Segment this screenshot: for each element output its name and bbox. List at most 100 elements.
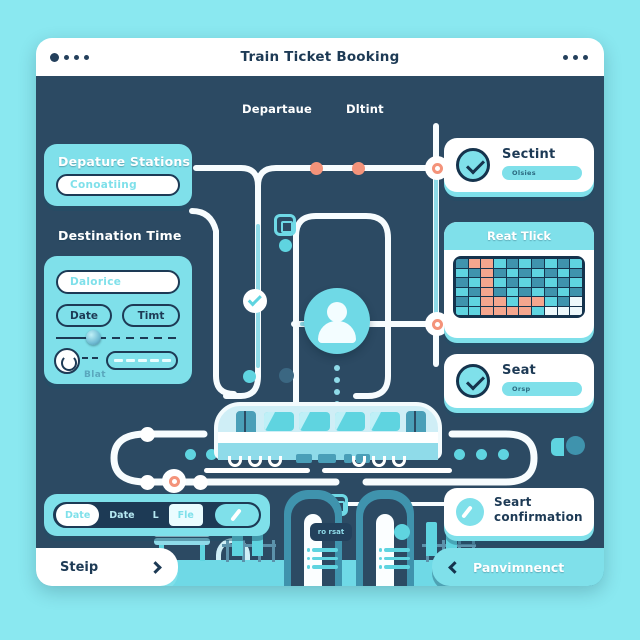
payment-button[interactable]: Panvimnenct	[432, 548, 604, 586]
seat-cell[interactable]	[532, 278, 544, 287]
seat-cell[interactable]	[456, 268, 468, 277]
filter-chip-3[interactable]: L	[152, 509, 159, 521]
seat-cell[interactable]	[468, 259, 481, 268]
seat-cell[interactable]	[519, 259, 532, 268]
seat-grid[interactable]	[453, 256, 585, 318]
flow-node-salmon-1[interactable]	[310, 162, 323, 175]
seat-cell[interactable]	[456, 306, 468, 315]
seat-cell[interactable]	[481, 287, 494, 296]
window-control-dot-3[interactable]	[74, 55, 79, 60]
seat-cell[interactable]	[481, 278, 494, 287]
step-back-button[interactable]: Steip	[36, 548, 178, 586]
seat-cell[interactable]	[506, 259, 519, 268]
seat-cell[interactable]	[532, 268, 544, 277]
date-button[interactable]: Date	[56, 304, 112, 327]
avatar[interactable]	[304, 288, 370, 354]
seat-cell[interactable]	[468, 306, 481, 315]
seat-cell[interactable]	[468, 268, 481, 277]
slider-handle[interactable]	[86, 330, 101, 345]
seat-cell[interactable]	[481, 268, 494, 277]
seat-cell[interactable]	[456, 287, 468, 296]
seat-cell[interactable]	[494, 297, 506, 306]
seat-cell[interactable]	[481, 297, 494, 306]
seat-cell[interactable]	[519, 268, 532, 277]
seat-cell[interactable]	[456, 297, 468, 306]
filter-chip-1[interactable]: Date	[56, 504, 100, 526]
section-status-pill[interactable]: Olsies	[502, 166, 582, 180]
seat-cell[interactable]	[570, 306, 582, 315]
seat-cell[interactable]	[532, 297, 544, 306]
seat-cell[interactable]	[544, 306, 557, 315]
seat-cell[interactable]	[532, 259, 544, 268]
seat-cell[interactable]	[481, 259, 494, 268]
seat-status-card[interactable]: Seat Orsp	[444, 354, 594, 408]
flow-node-salmon-2[interactable]	[352, 162, 365, 175]
seat-cell[interactable]	[557, 278, 570, 287]
seat-cell[interactable]	[532, 287, 544, 296]
seat-cell[interactable]	[456, 259, 468, 268]
flow-node-navy[interactable]	[279, 368, 294, 383]
window-control-dot-2[interactable]	[64, 55, 69, 60]
seat-cell[interactable]	[557, 297, 570, 306]
seat-cell[interactable]	[506, 287, 519, 296]
seat-cell[interactable]	[557, 268, 570, 277]
seat-cell[interactable]	[506, 306, 519, 315]
seat-cell[interactable]	[532, 306, 544, 315]
filter-chip-2[interactable]: Date	[109, 509, 135, 521]
flow-node-teal-1[interactable]	[279, 239, 292, 252]
time-button[interactable]: Timt	[122, 304, 180, 327]
seat-cell[interactable]	[506, 278, 519, 287]
seat-cell[interactable]	[481, 306, 494, 315]
seat-confirmation-card[interactable]: Seart confirmation	[444, 488, 594, 536]
seat-status-pill[interactable]: Orsp	[502, 382, 582, 396]
track-node-ring[interactable]	[162, 469, 186, 493]
window-control-dot-4[interactable]	[84, 55, 89, 60]
overflow-menu-icon[interactable]	[563, 55, 588, 60]
edit-pencil-button[interactable]	[215, 504, 259, 526]
seat-cell[interactable]	[519, 306, 532, 315]
seat-cell[interactable]	[544, 297, 557, 306]
seat-cell[interactable]	[570, 259, 582, 268]
filter-chip-4[interactable]: Fle	[168, 504, 203, 526]
flow-node-square[interactable]	[274, 214, 296, 236]
departure-station-input[interactable]: Conoatiing	[56, 174, 180, 196]
seat-cell[interactable]	[544, 278, 557, 287]
destination-input[interactable]: Dalorice	[56, 270, 180, 294]
seat-cell[interactable]	[494, 278, 506, 287]
refresh-icon[interactable]	[54, 348, 80, 374]
seat-cell[interactable]	[557, 306, 570, 315]
seat-cell[interactable]	[506, 268, 519, 277]
seat-cell[interactable]	[456, 278, 468, 287]
seat-cell[interactable]	[506, 297, 519, 306]
flow-node-check[interactable]	[243, 289, 267, 313]
seat-cell[interactable]	[494, 287, 506, 296]
seat-cell[interactable]	[519, 287, 532, 296]
time-slider[interactable]	[56, 330, 180, 345]
seat-cell[interactable]	[519, 278, 532, 287]
seat-cell[interactable]	[544, 259, 557, 268]
seat-cell[interactable]	[468, 297, 481, 306]
ticket-kiosk-left[interactable]: ro rsat	[284, 490, 352, 586]
flow-node-teal-2[interactable]	[243, 370, 256, 383]
track-node-white-2[interactable]	[140, 475, 155, 490]
seat-cell[interactable]	[494, 268, 506, 277]
seat-cell[interactable]	[544, 287, 557, 296]
track-node-white-3[interactable]	[193, 475, 208, 490]
seat-cell[interactable]	[468, 278, 481, 287]
window-control-dot-1[interactable]	[50, 53, 59, 62]
seat-cell[interactable]	[570, 278, 582, 287]
progress-pill[interactable]	[106, 351, 178, 370]
seat-cell[interactable]	[570, 268, 582, 277]
filter-chip-row[interactable]: Date Date L Fle	[53, 502, 261, 528]
window-controls[interactable]	[50, 53, 89, 62]
seat-cell[interactable]	[570, 287, 582, 296]
seat-cell[interactable]	[494, 259, 506, 268]
track-node-white-1[interactable]	[140, 427, 155, 442]
seat-cell[interactable]	[519, 297, 532, 306]
seat-map-card[interactable]: Reat Tlick	[444, 222, 594, 338]
section-status-card[interactable]: Sectint Olsies	[444, 138, 594, 192]
seat-cell[interactable]	[557, 287, 570, 296]
seat-cell[interactable]	[544, 268, 557, 277]
seat-cell[interactable]	[570, 297, 582, 306]
seat-cell[interactable]	[494, 306, 506, 315]
